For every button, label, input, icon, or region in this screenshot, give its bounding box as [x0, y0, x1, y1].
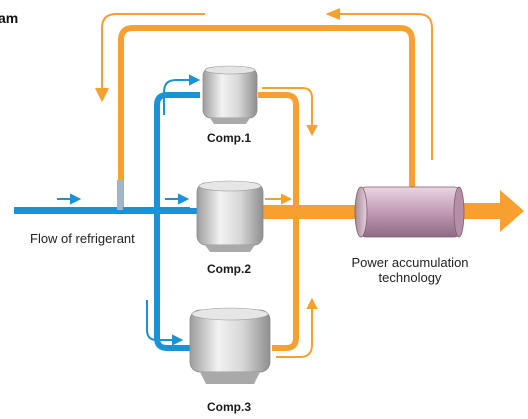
power-accumulation-label: Power accumulation technology [335, 255, 485, 285]
power-accumulator-icon [354, 186, 465, 238]
compressor-2-label: Comp.2 [207, 262, 252, 276]
orange-collector-loop [258, 92, 299, 351]
power-accumulation-line-1: Power accumulation [351, 255, 469, 270]
compressor-1-label: Comp.1 [207, 131, 252, 145]
blue-compressor-loop [154, 92, 200, 351]
diagram-title-fragment: am [0, 10, 19, 26]
power-accumulation-line-2: technology [378, 270, 442, 285]
blue-arrows [57, 74, 201, 346]
orange-outflow-pipe [258, 190, 524, 232]
compressor-3-icon [189, 307, 271, 384]
compressor-1-icon [202, 65, 258, 124]
orange-outer-loop [118, 25, 415, 210]
flow-of-refrigerant-label: Flow of refrigerant [30, 231, 135, 246]
orange-arrows [262, 87, 318, 358]
orange-outer-arrows [95, 8, 433, 160]
compressor-2-icon [196, 180, 264, 252]
compressor-3-label: Comp.3 [207, 400, 252, 414]
blue-inflow-pipe [14, 180, 190, 214]
